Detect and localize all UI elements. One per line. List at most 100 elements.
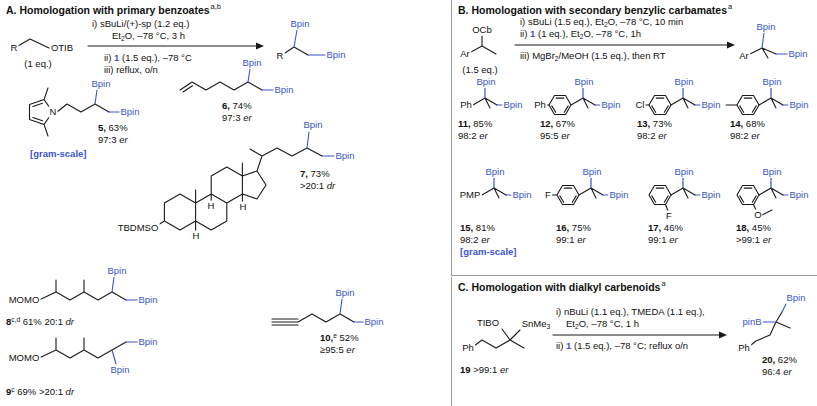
text-fragment: er: [577, 234, 585, 245]
reaction-arrow: [88, 45, 258, 46]
text-fragment: 2: [121, 35, 125, 42]
bond: [285, 47, 308, 55]
text-fragment: 2: [604, 21, 608, 28]
text-fragment: 2: [575, 323, 579, 330]
panel-heading: B. Homologation with secondary benzylic …: [458, 4, 727, 16]
text-fragment: 15,: [460, 222, 473, 233]
boryl-label: Bpin: [673, 167, 694, 178]
atom-label: N: [49, 107, 58, 118]
arrow-head: [256, 43, 264, 50]
diboryl-fragment: [571, 88, 600, 108]
text-fragment: er: [243, 112, 251, 123]
condition-text: ii) 1 (1 eq.), Et2O, –78 °C, 1h: [520, 29, 641, 40]
text-fragment: er: [479, 130, 487, 141]
condition-text: SnMe3: [521, 319, 552, 330]
scale-note: [gram-scale]: [30, 149, 87, 160]
text-fragment: 6,: [222, 100, 230, 111]
text-fragment: 2: [555, 55, 559, 62]
atom-label: MOMO: [8, 295, 41, 306]
boryl-label: Bpin: [673, 77, 694, 88]
arrow-head: [719, 332, 727, 339]
text-fragment: 3: [547, 323, 551, 330]
selectivity-value: 99:1 er: [556, 235, 586, 246]
boron-bond: [95, 90, 121, 112]
diboryl-fragment: [579, 178, 608, 198]
boryl-label: Bpin: [289, 19, 310, 30]
text-fragment: 16,: [556, 222, 569, 233]
text-fragment: dr: [66, 386, 74, 397]
boryl-label: Bpin: [90, 79, 111, 90]
text-fragment: 9: [6, 386, 11, 397]
alkyne-bonds: [272, 314, 354, 325]
scale-note: [gram-scale]: [460, 247, 517, 258]
boryl-label: Bpin: [700, 190, 721, 201]
pyrrole-bonds: [30, 88, 110, 136]
text-fragment: 20,: [762, 354, 775, 365]
boryl-label: Bpin: [761, 77, 782, 88]
compound-label: 19 >99:1 er: [460, 365, 508, 376]
text-fragment: 11,: [458, 118, 471, 129]
boryl-label: Bpin: [241, 58, 262, 69]
text-fragment: 13,: [637, 118, 650, 129]
atom-label: Cl: [635, 100, 646, 111]
boryl-label: Bpin: [581, 167, 602, 178]
boryl-label: Bpin: [106, 266, 127, 277]
text-fragment: 18,: [736, 222, 749, 233]
boryl-label: Bpin: [475, 77, 496, 88]
text-fragment: dr: [327, 180, 335, 191]
selectivity-value: 97:3 er: [222, 113, 252, 124]
text-fragment: er: [763, 234, 771, 245]
text-fragment: er: [119, 134, 127, 145]
diboryl-fragment: [759, 178, 788, 198]
diboryl-fragment: [671, 178, 700, 198]
compound-label: 17, 46%: [648, 223, 683, 234]
diboryl-fragment: [671, 88, 700, 108]
selectivity-value: >20:1 dr: [300, 181, 335, 192]
compound-label: 14, 68%: [730, 119, 765, 130]
compound-label: 9c 69% >20:1 dr: [6, 387, 74, 398]
bond: [18, 39, 49, 48]
boron-bond: [294, 30, 326, 55]
boryl-label: Bpin: [334, 288, 355, 299]
diboryl-fragment: [482, 178, 511, 198]
selectivity-value: 95:5 er: [540, 131, 570, 142]
text-fragment: dr: [66, 316, 74, 327]
bond: [750, 48, 776, 58]
footnote-mark: a,b: [211, 3, 221, 12]
text-fragment: 1: [530, 28, 535, 39]
text-fragment: e: [333, 332, 337, 339]
atom-label: Ar: [738, 51, 750, 62]
selectivity-value: ≥95:5 er: [320, 345, 355, 356]
atom-label: Ph: [737, 343, 751, 354]
arrow-head: [727, 42, 735, 49]
text-fragment: 19: [460, 364, 471, 375]
chain-bonds: [180, 82, 262, 92]
panel-heading: C. Homologation with dialkyl carbenoids: [458, 281, 660, 293]
boryl-label: Bpin: [600, 100, 621, 111]
atom-label: OCb: [471, 25, 493, 36]
atom-label: TBDMSO: [117, 223, 160, 234]
condition-text: iii) MgBr2/MeOH (1.5 eq.), then RT: [520, 51, 666, 62]
boryl-label: Bpin: [137, 295, 158, 306]
text-fragment: er: [481, 234, 489, 245]
text-fragment: er: [751, 130, 759, 141]
text-fragment: 8: [6, 316, 11, 327]
atom-label: O: [753, 210, 762, 221]
text-fragment: 5,: [98, 122, 106, 133]
reaction-arrow: [515, 44, 729, 45]
atom-label: PMP: [459, 190, 482, 201]
condition-text: i) nBuLi (1.1 eq.), TMEDA (1.1 eq.),: [556, 307, 705, 318]
atom-label: Ph: [459, 100, 473, 111]
compound-label: 15, 81%: [460, 223, 495, 234]
selectivity-value: 99:1 er: [648, 235, 678, 246]
condition-text: i) sBuLi (1.5 eq.), Et2O, –78 °C, 10 min: [520, 17, 683, 28]
text-fragment: 12,: [540, 118, 553, 129]
boryl-label: Bpin: [700, 100, 721, 111]
footnote-mark: a: [728, 3, 732, 12]
compound-label: 13, 73%: [637, 119, 672, 130]
benzene-ring: [549, 95, 571, 114]
selectivity-value: 96:4 er: [762, 367, 792, 378]
condition-text: ii) 1 (1.5 eq.), –78 °C: [104, 53, 192, 64]
reaction-arrow: [553, 334, 721, 335]
